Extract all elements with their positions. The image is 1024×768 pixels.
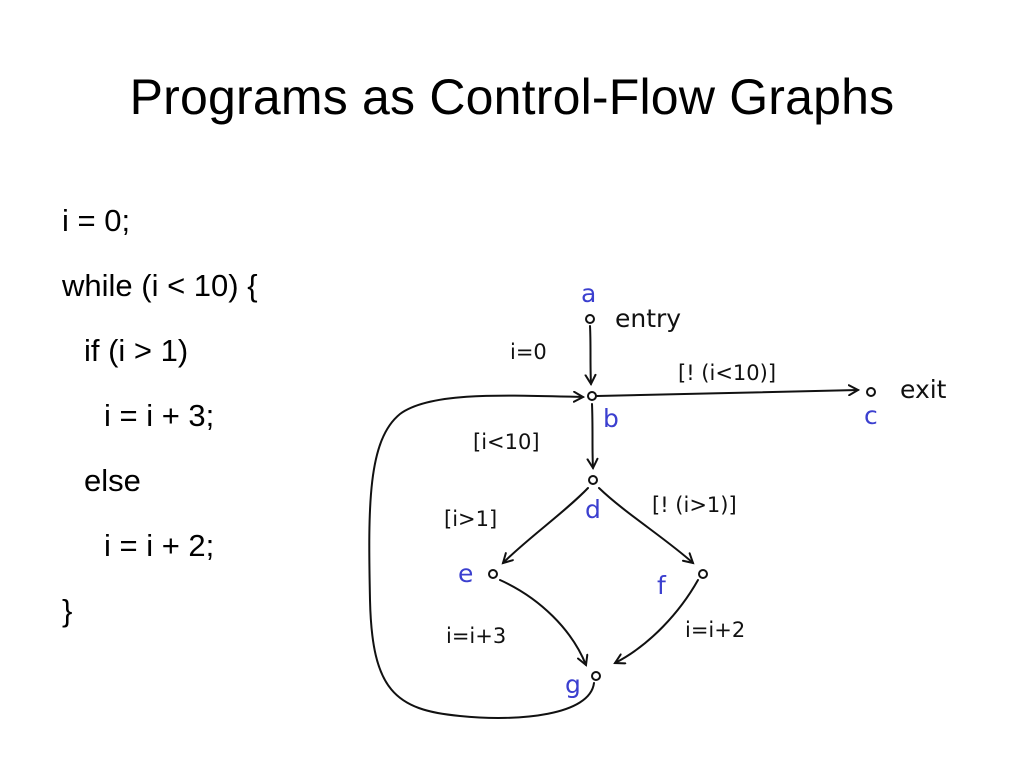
edge-label-a-b: i=0 [510, 340, 547, 364]
node-label-g: g [565, 670, 581, 699]
edge-d-f [598, 487, 693, 563]
entry-label: entry [615, 304, 681, 333]
edge-b-c [596, 390, 858, 397]
code-line: } [62, 593, 73, 628]
node-label-a: a [581, 279, 596, 308]
edge-g-b-loop [368, 396, 595, 719]
edge-label-b-c: [! (i<10)] [678, 361, 776, 385]
edge-label-e-g: i=i+3 [446, 624, 506, 648]
node-label-d: d [585, 495, 601, 524]
node-label-c: c [864, 401, 878, 430]
edge-label-d-e: [i>1] [444, 507, 497, 531]
code-block: i = 0; while (i < 10) { if (i > 1) i = i… [62, 188, 258, 643]
code-line: if (i > 1) [84, 333, 189, 368]
node-label-f: f [657, 571, 667, 600]
node-label-e: e [458, 559, 473, 588]
code-line: while (i < 10) { [62, 268, 258, 303]
edge-label-d-f: [! (i>1)] [652, 493, 737, 517]
edge-label-f-g: i=i+2 [685, 618, 745, 642]
node-d [588, 475, 598, 485]
edge-a-b [590, 325, 591, 384]
node-a [585, 314, 595, 324]
code-line: i = i + 3; [104, 398, 215, 433]
node-f [698, 569, 708, 579]
node-g [591, 671, 601, 681]
node-e [488, 569, 498, 579]
edge-label-b-d: [i<10] [473, 430, 540, 454]
node-label-b: b [603, 404, 619, 433]
edge-b-d [592, 403, 593, 468]
exit-label: exit [900, 375, 947, 404]
slide-title: Programs as Control-Flow Graphs [129, 69, 895, 125]
edge-f-g [615, 579, 699, 663]
edge-e-g [499, 579, 586, 665]
code-line: i = i + 2; [104, 528, 215, 563]
code-line: i = 0; [62, 203, 131, 238]
node-c [866, 387, 876, 397]
code-line: else [84, 463, 141, 498]
node-b [587, 391, 597, 401]
edge-d-e [503, 487, 589, 563]
